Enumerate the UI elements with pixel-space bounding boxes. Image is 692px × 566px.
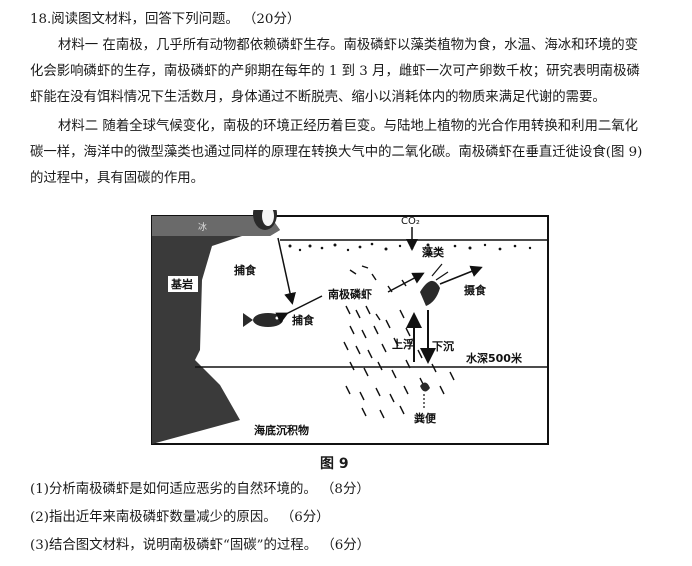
feces-label: 粪便 — [414, 411, 437, 425]
rock-label-bg — [168, 276, 198, 292]
sub-question-1: (1)分析南极磷虾是如何适应恶劣的自然环境的。 （8分） — [30, 482, 370, 497]
feces-icon — [420, 382, 430, 408]
rock-label: 基岩 — [170, 277, 193, 291]
float-up-label: 上浮 — [392, 337, 414, 351]
prey-arrow-1 — [277, 237, 296, 305]
figure-9-diagram: 基岩 冰 CO₂ 藻类 捕食 — [150, 198, 550, 446]
feed-label: 摄食 — [464, 283, 487, 297]
cliff-rock — [152, 216, 280, 444]
ice-shelf — [152, 216, 280, 236]
material2-line-3: 的过程中，具有固碳的作用。 — [30, 171, 205, 186]
depth-label: 水深500米 — [466, 351, 523, 365]
algae-dots — [288, 242, 532, 252]
algae-label: 藻类 — [422, 245, 445, 259]
material1-line-2: 化会影响磷虾的生存，南极磷虾的产卵期在每年的 1 到 3 月，雌虾一次可产卵数千… — [30, 64, 640, 79]
prey-label-1: 捕食 — [234, 263, 257, 277]
sediment-label: 海底沉积物 — [254, 423, 309, 437]
material1-line-3: 虾能在没有饵料情况下生活数月，身体通过不断脱壳、缩小以消耗体内的物质来满足代谢的… — [30, 90, 606, 105]
question-title: 18.阅读图文材料，回答下列问题。 （20分） — [30, 12, 301, 27]
krill-label: 南极磷虾 — [328, 287, 372, 301]
sink-label: 下沉 — [432, 339, 454, 353]
krill-swarm — [343, 265, 455, 419]
prey-arrow-2 — [275, 295, 323, 324]
ice-label: 冰 — [198, 221, 207, 233]
co2-label: CO₂ — [401, 216, 420, 227]
krill-to-algae-arrow — [387, 272, 425, 293]
material2-line-2: 碳一样，海洋中的微型藻类也通过同样的原理在转换大气中的二氧化碳。南极磷虾在垂直迁… — [30, 145, 643, 160]
sub-question-3: (3)结合图文材料，说明南极磷虾“固碳”的过程。 （6分） — [30, 538, 371, 553]
sub-question-2: (2)指出近年来南极磷虾数量减少的原因。 （6分） — [30, 510, 330, 525]
krill-icon — [420, 263, 449, 306]
material1-line-1: 材料一 在南极，几乎所有动物都依赖磷虾生存。南极磷虾以藻类植物为食，水温、海冰和… — [58, 38, 639, 53]
material2-line-1: 材料二 随着全球气候变化，南极的环境正经历着巨变。与陆地上植物的光合作用转换和利… — [58, 119, 639, 134]
prey-label-2: 捕食 — [292, 313, 315, 327]
figure-caption: 图 9 — [320, 456, 349, 472]
feed-arrow — [439, 265, 483, 285]
